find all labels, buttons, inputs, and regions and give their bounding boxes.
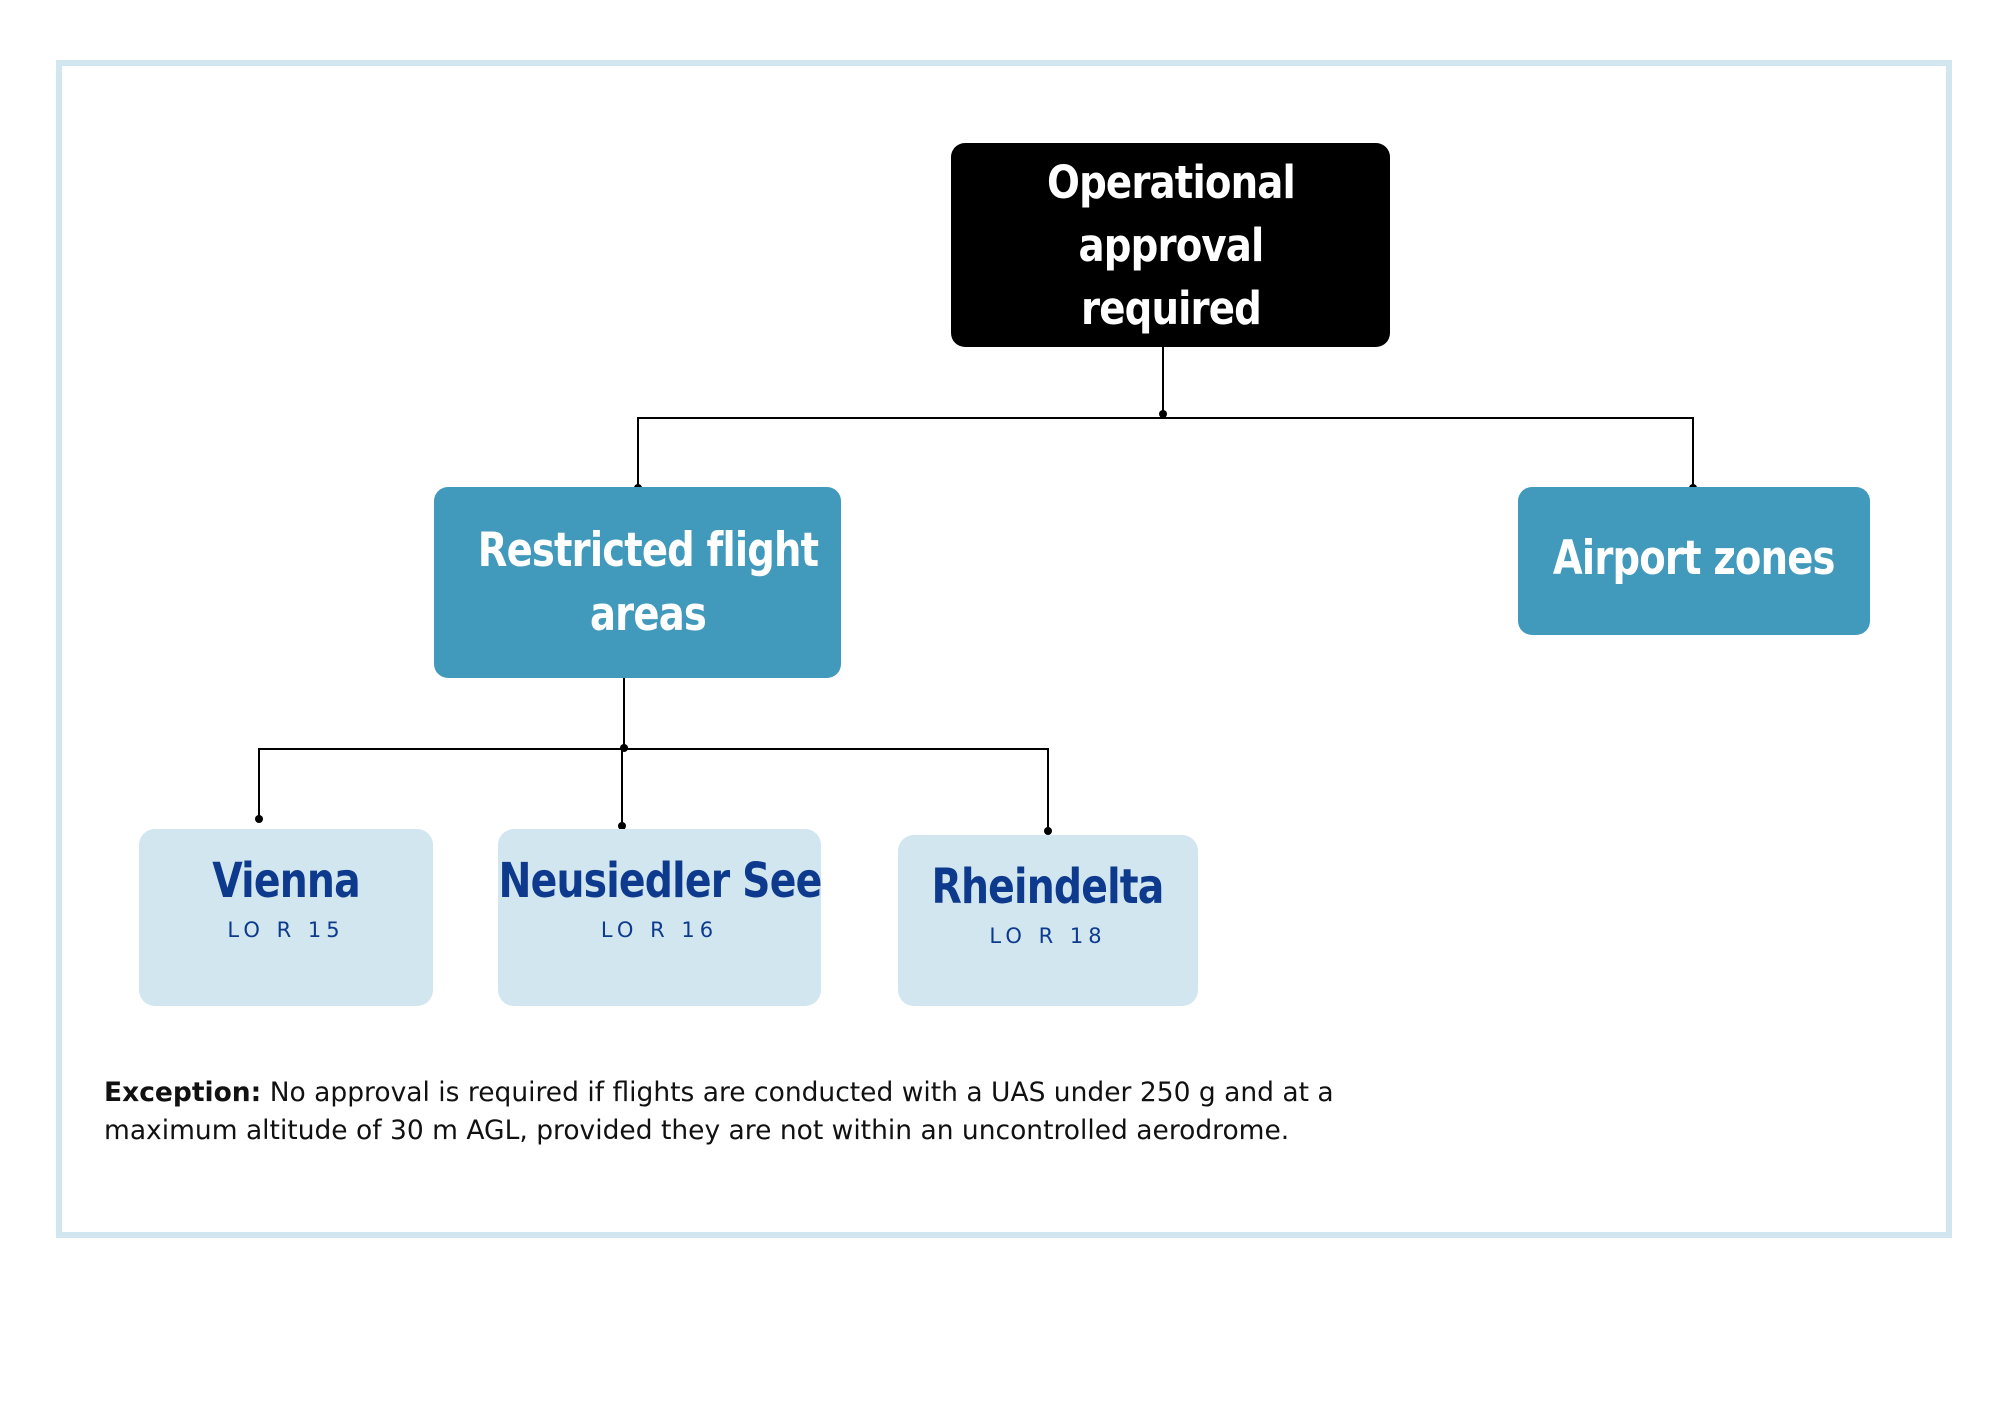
exception-note: Exception: No approval is required if fl… xyxy=(104,1074,1404,1150)
connector-root-branch xyxy=(637,417,1694,487)
root-node: Operational approval required xyxy=(951,143,1390,347)
exception-label: Exception: xyxy=(104,1077,262,1108)
area-code: LO R 15 xyxy=(227,917,345,942)
junction-dot-vienna xyxy=(255,815,263,823)
category-node-restricted-flight-areas: Restricted flight areas xyxy=(434,487,841,678)
area-node-vienna: Vienna LO R 15 xyxy=(139,829,433,1006)
junction-dot-root xyxy=(1159,410,1167,418)
category-node-label: Restricted flight areas xyxy=(477,522,818,642)
area-code: LO R 16 xyxy=(600,917,719,942)
area-node-neusiedler-see: Neusiedler See LO R 16 xyxy=(497,829,822,1006)
area-name: Rheindelta xyxy=(931,858,1165,915)
category-node-airport-zones: Airport zones xyxy=(1518,487,1870,635)
junction-dot-neusiedler xyxy=(618,822,626,830)
area-code: LO R 18 xyxy=(989,923,1107,948)
exception-text: No approval is required if flights are c… xyxy=(104,1077,1334,1146)
area-node-rheindelta: Rheindelta LO R 18 xyxy=(898,835,1198,1006)
area-name: Neusiedler See xyxy=(497,852,822,909)
junction-dot-restricted-stem xyxy=(620,744,628,752)
diagram-frame xyxy=(56,60,1952,1238)
category-node-label: Airport zones xyxy=(1553,531,1836,586)
connector-restricted-branch xyxy=(258,748,1049,829)
root-node-label: Operational approval required xyxy=(1046,155,1296,335)
junction-dot-rheindelta xyxy=(1044,827,1052,835)
area-name: Vienna xyxy=(212,852,360,909)
